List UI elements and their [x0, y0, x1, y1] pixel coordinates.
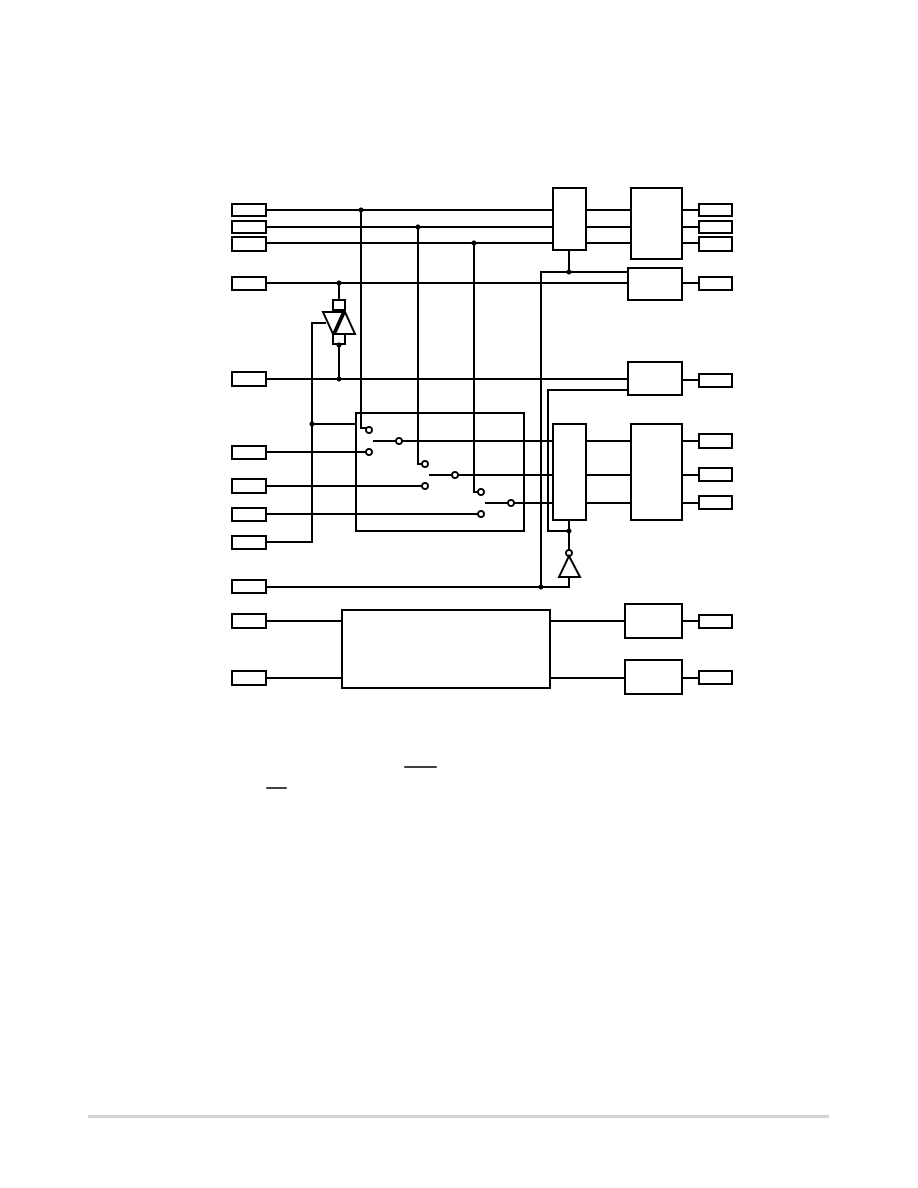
output-pins	[698, 203, 733, 685]
input-pin-6	[231, 445, 267, 460]
bottom-block-2	[624, 659, 683, 695]
switch-1	[360, 426, 403, 456]
input-pin-7	[231, 478, 267, 494]
input-pin-9	[231, 535, 267, 550]
footer-rule	[88, 1115, 829, 1118]
input-pin-8	[231, 507, 267, 522]
wires	[265, 209, 700, 679]
inverting-buffer	[557, 549, 582, 578]
input-pin-2	[231, 220, 267, 234]
input-pin-4	[231, 276, 267, 291]
top-mux-block	[552, 187, 587, 251]
output-pin-1	[698, 203, 733, 217]
switch-2	[417, 460, 459, 490]
input-pin-3	[231, 236, 267, 252]
bottom-wide-block	[341, 609, 551, 689]
bidirectional-buffer	[321, 299, 357, 345]
input-pin-12	[231, 670, 267, 686]
input-pin-1	[231, 203, 267, 217]
block-row5	[627, 361, 683, 396]
output-pin-2	[698, 220, 733, 234]
junction-dots	[309, 207, 572, 590]
bottom-block-1	[624, 603, 683, 639]
output-pin-6	[698, 433, 733, 449]
output-pin-4	[698, 276, 733, 291]
input-pins	[231, 203, 267, 686]
switch-3	[473, 488, 515, 518]
output-pin-3	[698, 236, 733, 252]
output-pin-9	[698, 614, 733, 629]
block-row4	[627, 267, 683, 301]
mid-mux-block	[552, 423, 587, 521]
output-pin-10	[698, 670, 733, 685]
output-pin-8	[698, 495, 733, 510]
mid-register-block	[630, 423, 683, 521]
input-pin-11	[231, 613, 267, 629]
output-pin-7	[698, 467, 733, 482]
input-pin-10	[231, 579, 267, 594]
top-register-block	[630, 187, 683, 260]
switch-array-block	[355, 412, 525, 532]
output-pin-5	[698, 373, 733, 388]
input-pin-5	[231, 371, 267, 387]
switches	[360, 426, 515, 518]
